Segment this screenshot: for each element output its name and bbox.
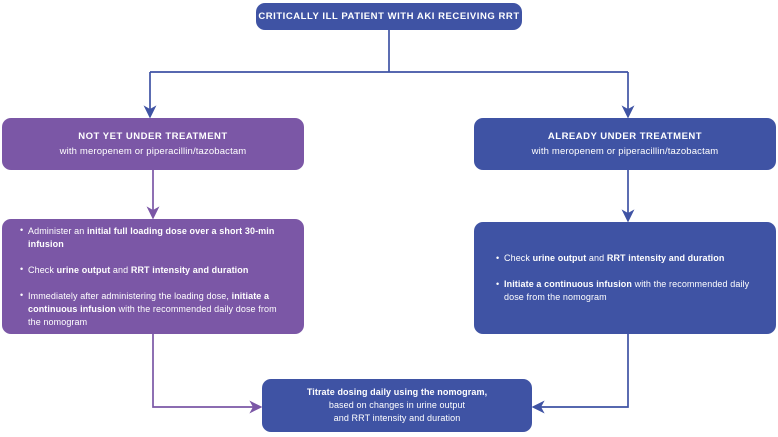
node-root-title: CRITICALLY ILL PATIENT WITH AKI RECEIVIN…	[258, 11, 520, 22]
right-header-title: ALREADY UNDER TREATMENT	[547, 130, 703, 142]
left-bullet-list: Administer an initial full loading dose …	[20, 224, 288, 329]
bottom-line-3: and RRT intensity and duration	[333, 413, 461, 423]
left-header-title: NOT YET UNDER TREATMENT	[78, 130, 228, 142]
bullet-item: Immediately after administering the load…	[20, 289, 288, 329]
bottom-line-1: Titrate dosing daily using the nomogram,	[306, 387, 488, 397]
bullet-item: Check urine output and RRT intensity and…	[20, 263, 288, 277]
bullet-item: Initiate a continuous infusion with the …	[496, 278, 760, 304]
left-header-subtitle: with meropenem or piperacillin/tazobacta…	[59, 145, 247, 157]
bottom-line-2: based on changes in urine output	[328, 400, 466, 410]
bullet-item: Administer an initial full loading dose …	[20, 224, 288, 251]
bullet-item: Check urine output and RRT intensity and…	[496, 252, 760, 265]
node-root-critically-ill-patient[interactable]: CRITICALLY ILL PATIENT WITH AKI RECEIVIN…	[256, 3, 522, 30]
right-bullet-list: Check urine output and RRT intensity and…	[496, 252, 760, 304]
right-header-subtitle: with meropenem or piperacillin/tazobacta…	[531, 145, 719, 157]
node-titrate-dosing-daily[interactable]: Titrate dosing daily using the nomogram,…	[262, 379, 532, 432]
node-already-under-treatment[interactable]: ALREADY UNDER TREATMENT with meropenem o…	[474, 118, 776, 170]
node-not-yet-under-treatment[interactable]: NOT YET UNDER TREATMENT with meropenem o…	[2, 118, 304, 170]
node-right-actions[interactable]: Check urine output and RRT intensity and…	[474, 222, 776, 334]
node-left-actions[interactable]: Administer an initial full loading dose …	[2, 219, 304, 334]
